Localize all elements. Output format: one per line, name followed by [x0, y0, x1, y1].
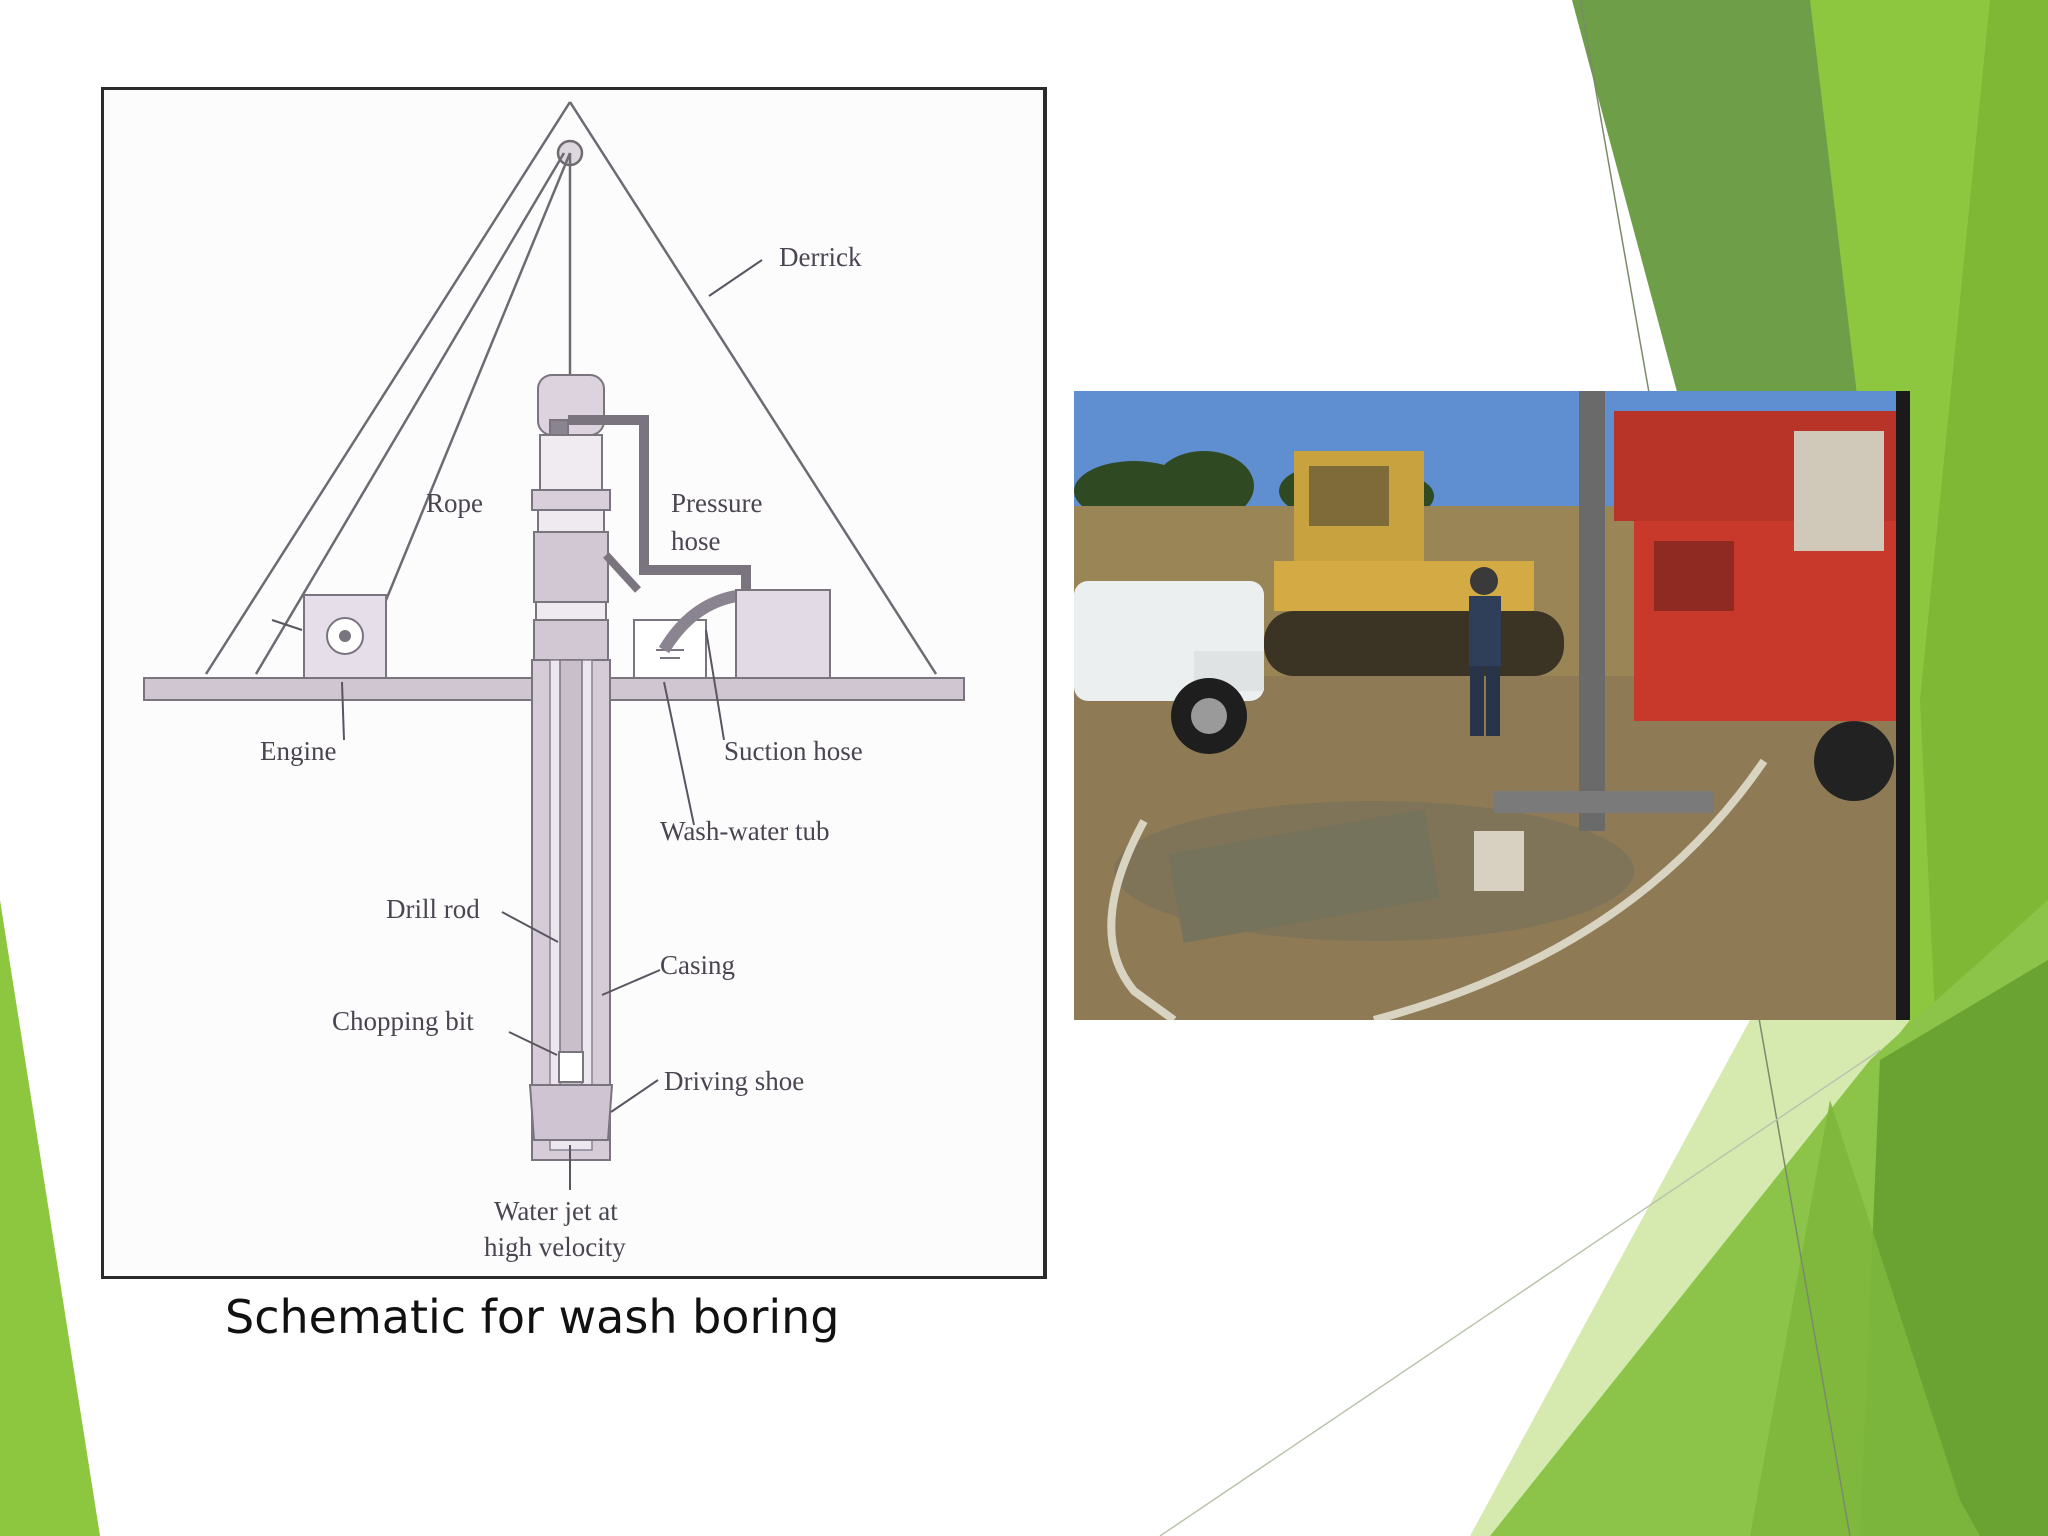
- leader-wash-water-tub: [663, 681, 695, 826]
- leader-casing: [601, 969, 661, 996]
- photo-white-truck: [1074, 581, 1264, 754]
- label-water-jet-2: high velocity: [484, 1232, 626, 1262]
- photo-hose: [1107, 758, 1768, 1020]
- label-chopping-bit: Chopping bit: [332, 1006, 474, 1036]
- label-casing: Casing: [660, 950, 735, 980]
- rope-line: [254, 152, 566, 675]
- leader-suction-hose: [705, 629, 725, 741]
- label-pressure-hose-1: Pressure: [671, 488, 762, 518]
- rope-line: [375, 152, 572, 623]
- hose-connector: [603, 552, 641, 593]
- suction-hose: [658, 589, 745, 654]
- deco-thin-line: [1159, 1049, 1881, 1536]
- wash-boring-rig-photo: [1074, 391, 1910, 1020]
- deco-left-wedge: [0, 900, 100, 1536]
- chopping-bit: [558, 1051, 584, 1083]
- pump-box: [735, 589, 831, 679]
- photo-edge: [1896, 391, 1910, 1020]
- photo-casing-pipe: [1494, 791, 1714, 813]
- leader-drill-rod: [501, 911, 559, 943]
- leader-driving-shoe: [610, 1079, 659, 1113]
- engine-icon: [303, 594, 387, 679]
- deco-shade-triangle: [1750, 1100, 1980, 1536]
- figure-caption: Schematic for wash boring: [225, 1290, 840, 1344]
- leader-engine: [341, 681, 345, 741]
- photo-drill-rig: [1579, 391, 1904, 831]
- wash-boring-schematic: Derrick Rope Pressure hose Engine Suctio…: [101, 87, 1047, 1279]
- photo-settling-tub: [1168, 809, 1440, 943]
- label-rope: Rope: [426, 488, 483, 518]
- derrick-right-leg: [568, 101, 938, 675]
- label-wash-water-tub: Wash-water tub: [660, 816, 830, 846]
- label-derrick: Derrick: [779, 242, 862, 272]
- label-water-jet-1: Water jet at: [494, 1196, 618, 1226]
- driving-shoe: [528, 1084, 614, 1141]
- label-pressure-hose-2: hose: [671, 526, 721, 556]
- photo-bucket: [1474, 831, 1524, 891]
- label-engine: Engine: [260, 736, 336, 766]
- photo-worker: [1469, 567, 1501, 736]
- label-drill-rod: Drill rod: [386, 894, 480, 924]
- label-suction-hose: Suction hose: [724, 736, 863, 766]
- label-driving-shoe: Driving shoe: [664, 1066, 804, 1096]
- derrick-left-leg: [204, 101, 572, 675]
- leader-derrick: [708, 259, 763, 297]
- pressure-hose: [568, 415, 751, 590]
- leader-engine-arrow: [271, 619, 303, 631]
- leader-chopping-bit: [508, 1031, 558, 1056]
